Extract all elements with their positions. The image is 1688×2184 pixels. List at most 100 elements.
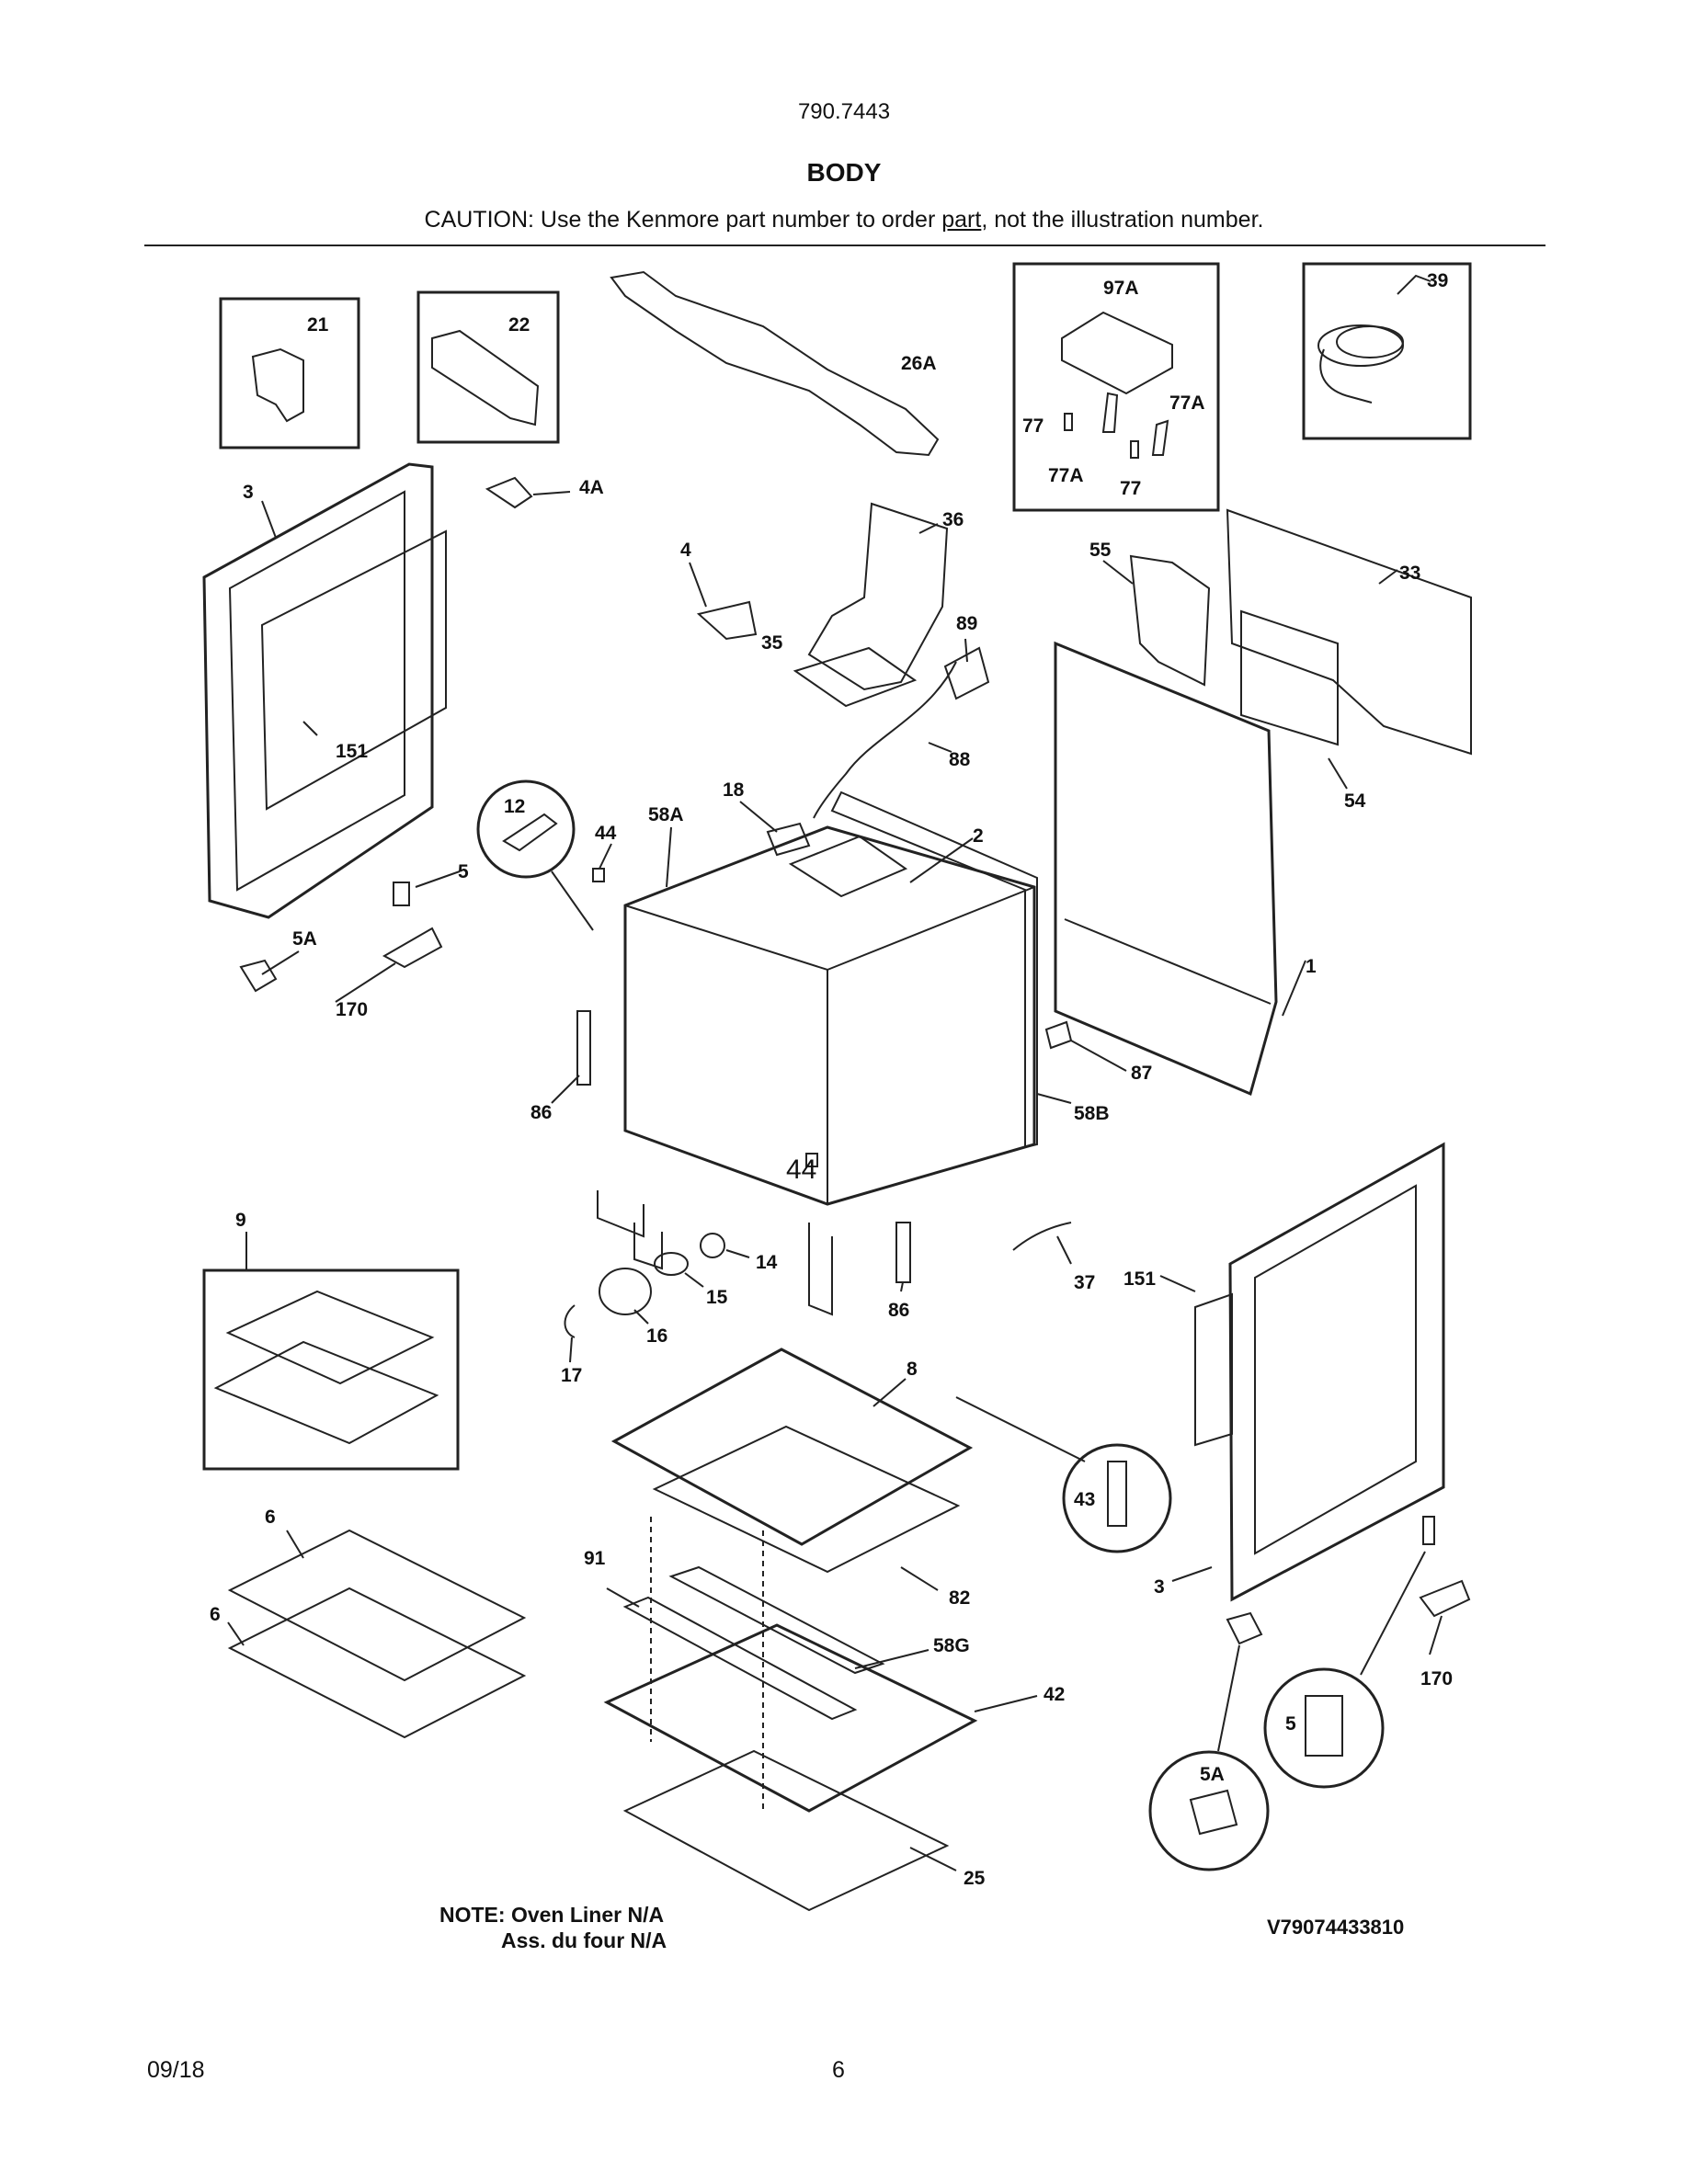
part-5A-right-bracket — [1226, 1611, 1263, 1645]
callout-16: 16 — [646, 1325, 667, 1347]
callout-14: 14 — [756, 1252, 778, 1273]
caution-prefix: CAUTION: Use the Kenmore part number to … — [424, 207, 942, 233]
callout-17: 17 — [561, 1365, 582, 1386]
callout-3-right: 3 — [1154, 1576, 1165, 1598]
inset-box-97A — [1012, 262, 1220, 512]
part-86-right — [895, 1222, 911, 1283]
part-86-left — [576, 1010, 591, 1086]
callout-86-left: 86 — [530, 1102, 552, 1123]
callout-5A-right: 5A — [1200, 1764, 1225, 1785]
part-170-bracket — [382, 927, 443, 969]
detail-circle-43 — [1062, 1443, 1172, 1553]
callout-22: 22 — [508, 314, 530, 336]
part-1-back-panel — [1054, 641, 1278, 1097]
part-91-burner-tray — [622, 1596, 858, 1721]
callout-1: 1 — [1306, 956, 1317, 977]
part-97A-shape — [1061, 311, 1173, 395]
callout-15: 15 — [706, 1287, 728, 1308]
part-88-wire — [813, 661, 957, 819]
part-44-top — [592, 868, 605, 882]
callout-18: 18 — [723, 779, 745, 801]
callout-58B: 58B — [1074, 1103, 1110, 1124]
page-title: BODY — [806, 158, 882, 187]
callout-39: 39 — [1427, 270, 1448, 291]
callout-58A: 58A — [648, 804, 684, 825]
part-22-shape — [431, 329, 540, 427]
callout-6-lower: 6 — [210, 1604, 221, 1625]
part-58A-cavity — [623, 825, 1036, 1206]
part-58B-insulation — [830, 791, 1038, 1149]
page-number: 6 — [832, 2057, 845, 2083]
part-87-terminal — [1044, 1020, 1073, 1050]
part-58G-baffle — [668, 1565, 885, 1675]
part-77A-right — [1151, 419, 1169, 456]
callout-4: 4 — [680, 540, 691, 561]
part-170-right-bracket — [1419, 1579, 1471, 1618]
header-divider — [144, 245, 1545, 246]
callout-26A: 26A — [901, 353, 937, 374]
callout-33: 33 — [1399, 563, 1420, 584]
callout-43: 43 — [1074, 1489, 1095, 1510]
model-number: 790.7443 — [797, 99, 891, 124]
callout-77A-left: 77A — [1048, 465, 1084, 486]
callout-89: 89 — [956, 613, 977, 634]
callout-8: 8 — [907, 1359, 918, 1380]
illustration-reference: V79074433810 — [1267, 1916, 1405, 1939]
callout-21: 21 — [307, 314, 329, 336]
callout-12: 12 — [504, 796, 525, 817]
callout-77-left: 77 — [1022, 415, 1044, 437]
part-4-shape — [696, 600, 758, 641]
part-89-sensor — [943, 646, 990, 700]
part-3-left-door — [202, 462, 434, 919]
callout-6-upper: 6 — [265, 1507, 276, 1528]
oven-liner-note-fr: Ass. du four N/A — [501, 1928, 667, 1952]
part-5A-bracket — [239, 959, 278, 993]
part-33-shape — [1226, 508, 1472, 756]
part-6-rack-lower — [227, 1587, 527, 1739]
part-2-vent — [788, 835, 908, 898]
part-6-rack-upper — [227, 1529, 527, 1682]
callout-77-right: 77 — [1120, 478, 1141, 499]
part-77-left — [1064, 413, 1073, 431]
caution-text: CAUTION: Use the Kenmore part number to … — [0, 207, 1688, 233]
part-82-shield — [652, 1425, 961, 1574]
inset-box-22 — [416, 290, 560, 444]
part-18-bracket — [766, 822, 811, 857]
part-5-right-leveler — [1422, 1516, 1435, 1545]
callout-170-left: 170 — [336, 999, 368, 1020]
callout-9: 9 — [235, 1210, 246, 1231]
caution-suffix: , not the illustration number. — [981, 207, 1264, 233]
inset-box-39 — [1302, 262, 1472, 440]
callout-44-lower: 44 — [786, 1155, 816, 1185]
callout-3-left: 3 — [243, 482, 254, 503]
part-77A-left — [1101, 392, 1119, 433]
callout-170-right: 170 — [1420, 1668, 1453, 1689]
part-25-panel — [622, 1749, 950, 1912]
callout-87: 87 — [1131, 1063, 1152, 1084]
callout-58G: 58G — [933, 1635, 970, 1656]
callout-5-left: 5 — [458, 861, 469, 882]
callout-36: 36 — [942, 509, 964, 530]
callout-88: 88 — [949, 749, 971, 770]
callout-44-upper: 44 — [595, 823, 617, 844]
part-9-broiler-grid — [225, 1290, 435, 1385]
part-151-right-panel — [1194, 1292, 1233, 1447]
callout-97A: 97A — [1103, 278, 1139, 299]
part-77-right — [1130, 440, 1139, 459]
callout-2: 2 — [973, 825, 984, 847]
inset-box-9 — [202, 1268, 460, 1471]
part-35-shape — [793, 646, 918, 708]
part-39-cord — [1317, 324, 1404, 367]
callout-5-right: 5 — [1285, 1713, 1296, 1735]
part-37-wire — [1012, 1222, 1072, 1251]
part-15-bulb — [654, 1252, 689, 1276]
callout-35: 35 — [761, 632, 783, 654]
callout-82: 82 — [949, 1587, 970, 1609]
callout-77A-right: 77A — [1169, 392, 1205, 414]
callout-37: 37 — [1074, 1272, 1095, 1293]
part-44-lower — [805, 1153, 818, 1167]
part-16-lens — [599, 1268, 652, 1315]
callout-5A-left: 5A — [292, 928, 317, 950]
part-55-shape — [1129, 554, 1211, 687]
